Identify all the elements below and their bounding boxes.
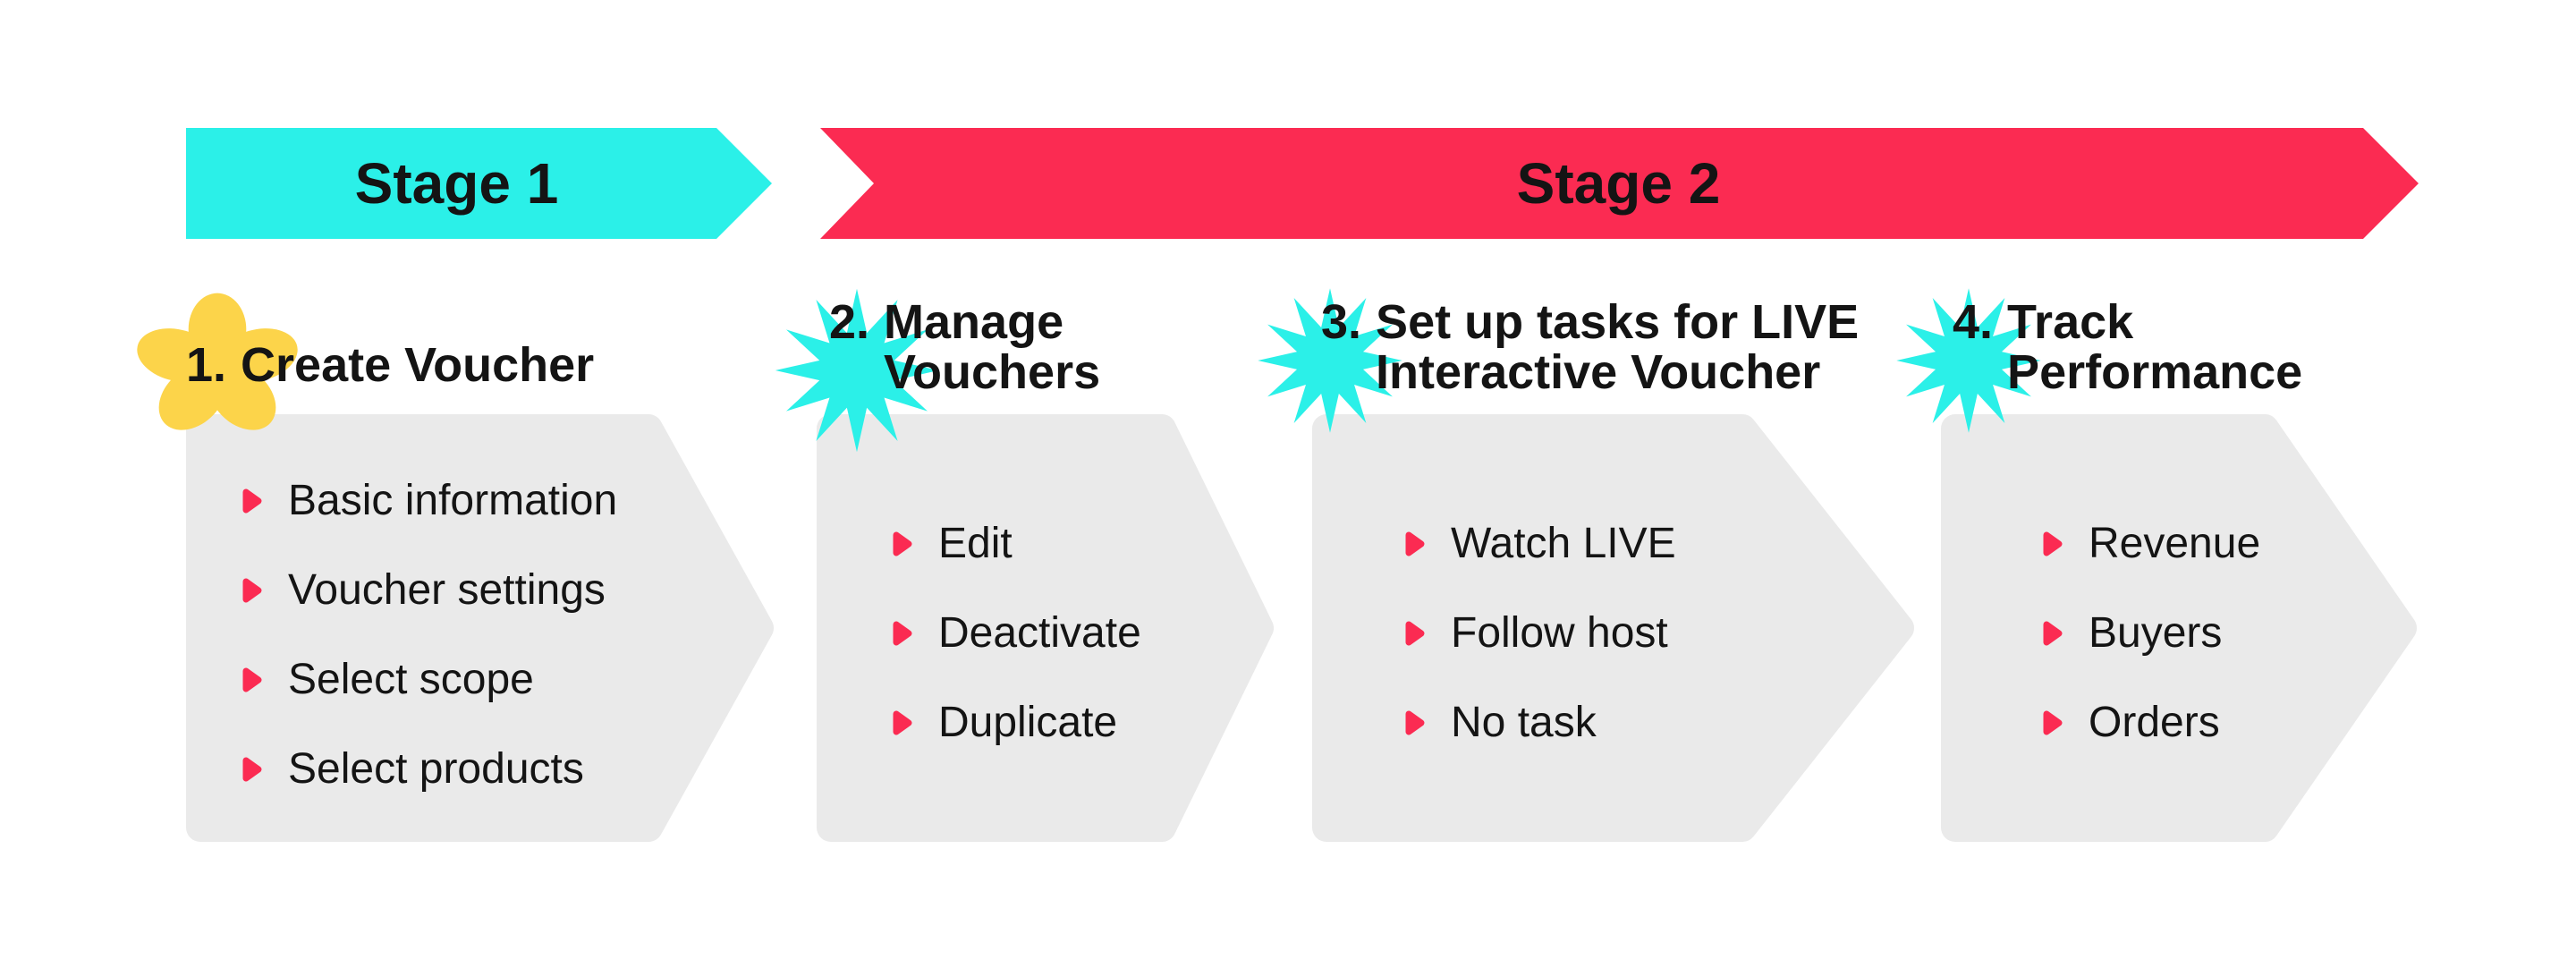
list-item: Duplicate (892, 678, 1141, 768)
list-item: Watch LIVE (1404, 499, 1676, 589)
item-label: Buyers (2089, 609, 2223, 657)
step2-number: 2. (829, 295, 870, 349)
list-item: Voucher settings (242, 546, 617, 635)
step3-panel (1312, 414, 1914, 842)
list-item: Select products (242, 725, 617, 814)
bullet-arrow-icon (893, 621, 912, 646)
bullet-arrow-icon (893, 531, 912, 556)
list-item: No task (1404, 678, 1676, 768)
list-item: Follow host (1404, 589, 1676, 678)
item-label: Deactivate (938, 609, 1141, 657)
bullet-arrow-icon (2043, 621, 2063, 646)
step2-title: Manage Vouchers (884, 295, 1101, 399)
step1-number: 1. (186, 338, 227, 392)
step4-heading: 4. Track Performance (1953, 297, 2311, 397)
item-label: Follow host (1451, 609, 1668, 657)
stage2-banner: Stage 2 (820, 128, 2419, 239)
step1-heading: 1. Create Voucher (186, 340, 594, 390)
list-item: Select scope (242, 635, 617, 725)
stage1-label: Stage 1 (354, 151, 559, 216)
step1-item-list: Basic information Voucher settings Selec… (242, 456, 617, 814)
item-label: Basic information (288, 477, 618, 524)
item-label: No task (1451, 699, 1597, 746)
bullet-arrow-icon (1405, 710, 1425, 735)
starburst-icon (1893, 284, 2045, 437)
bullet-arrow-icon (1405, 531, 1425, 556)
stage2-label: Stage 2 (1516, 151, 1721, 216)
item-label: Duplicate (938, 699, 1118, 746)
item-label: Watch LIVE (1451, 520, 1676, 567)
step4-number: 4. (1953, 295, 1994, 349)
flower-doodle-icon (132, 292, 302, 442)
item-label: Select scope (288, 656, 534, 703)
starburst-icon (1254, 284, 1406, 437)
step3-title: Set up tasks for LIVE Interactive Vouche… (1376, 295, 1860, 399)
item-label: Voucher settings (288, 566, 606, 614)
step4-panel (1941, 414, 2417, 842)
step4-item-list: Revenue Buyers Orders (2042, 499, 2260, 768)
bullet-arrow-icon (242, 667, 262, 692)
bullet-arrow-icon (1405, 621, 1425, 646)
list-item: Orders (2042, 678, 2260, 768)
step2-panel (817, 414, 1274, 842)
starburst-icon (771, 284, 943, 456)
list-item: Basic information (242, 456, 617, 546)
bullet-arrow-icon (242, 578, 262, 603)
stage1-banner: Stage 1 (186, 128, 772, 239)
bullet-arrow-icon (893, 710, 912, 735)
bullet-arrow-icon (242, 757, 262, 782)
list-item: Buyers (2042, 589, 2260, 678)
bullet-arrow-icon (242, 488, 262, 514)
item-label: Select products (288, 745, 584, 793)
list-item: Deactivate (892, 589, 1141, 678)
step1-panel (186, 414, 774, 842)
step2-item-list: Edit Deactivate Duplicate (892, 499, 1141, 768)
step3-item-list: Watch LIVE Follow host No task (1404, 499, 1676, 768)
item-label: Orders (2089, 699, 2220, 746)
step1-title: Create Voucher (241, 338, 595, 392)
step4-title: Track Performance (2007, 295, 2303, 399)
step3-number: 3. (1321, 295, 1362, 349)
list-item: Edit (892, 499, 1141, 589)
step3-heading: 3. Set up tasks for LIVE Interactive Vou… (1321, 297, 1957, 397)
bullet-arrow-icon (2043, 710, 2063, 735)
item-label: Edit (938, 520, 1013, 567)
item-label: Revenue (2089, 520, 2261, 567)
list-item: Revenue (2042, 499, 2260, 589)
bullet-arrow-icon (2043, 531, 2063, 556)
step2-heading: 2. Manage Vouchers (829, 297, 1125, 397)
